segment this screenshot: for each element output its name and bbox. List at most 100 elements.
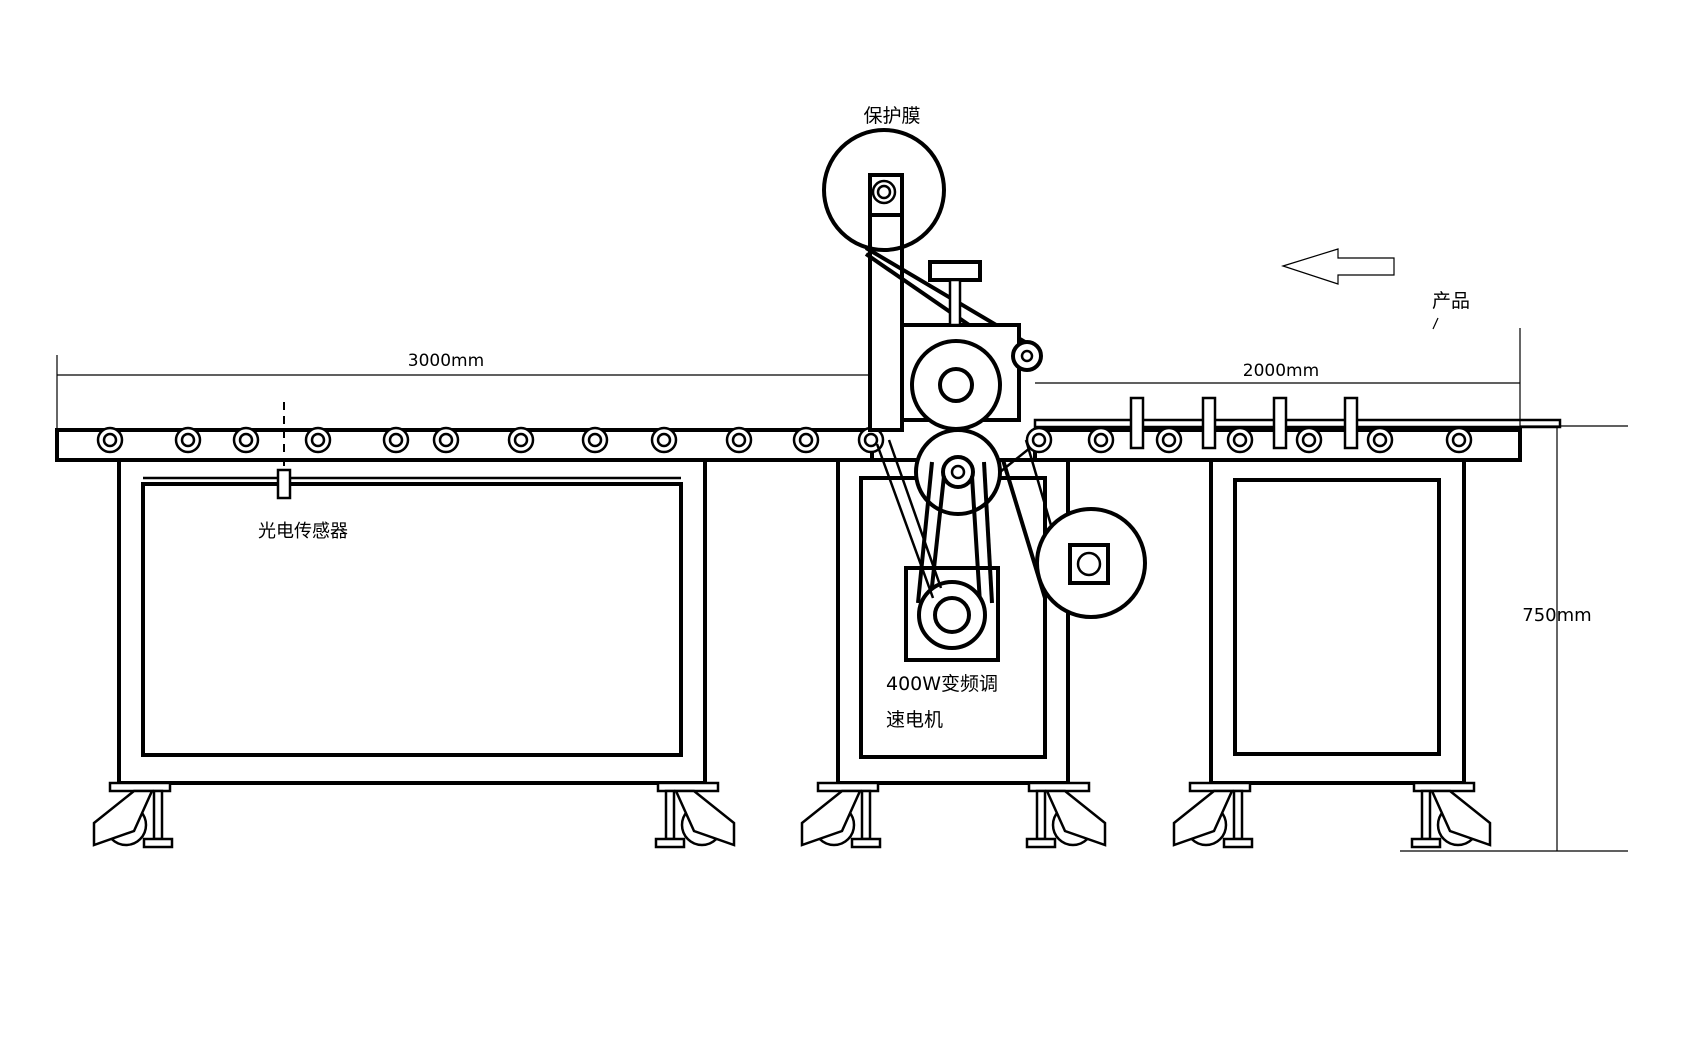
label-motor-line1: 400W变频调 (886, 673, 998, 695)
label-dim-3000: 3000mm (408, 351, 484, 371)
left-roller-hub (388, 432, 404, 448)
caster-bracket (1430, 789, 1492, 847)
left-roller-hub (731, 432, 747, 448)
left-table-frame (117, 458, 707, 785)
left-roller (232, 426, 260, 454)
left-roller-outer (96, 426, 124, 454)
right-roller-hub (1232, 432, 1248, 448)
drive-belt-left-1 (928, 475, 946, 606)
right-roller-hub (1301, 432, 1317, 448)
left-roller (304, 426, 332, 454)
caster-wheel (654, 781, 736, 849)
guide-roller-top-hub (1020, 349, 1034, 363)
caster-wheel (1025, 781, 1107, 849)
right-roller-outer (1087, 426, 1115, 454)
caster-bracket (674, 789, 736, 847)
caster-wheel (1172, 781, 1254, 849)
leveling-foot-post (664, 789, 676, 841)
left-roller-hub (102, 432, 118, 448)
left-roller (96, 426, 124, 454)
left-roller-hub (180, 432, 196, 448)
leveling-foot-pad (654, 837, 686, 849)
caster-bracket (1045, 789, 1107, 847)
left-conveyor (55, 402, 885, 785)
film-takeup-hub (1076, 551, 1102, 577)
left-roller-outer (650, 426, 678, 454)
photoelectric-sensor (276, 468, 292, 500)
protective-film-roll (822, 128, 946, 252)
label-protective-film: 保护膜 (863, 105, 920, 127)
label-photoelectric-sensor: 光电传感器 (258, 521, 348, 542)
left-roller-outer (581, 426, 609, 454)
lower-press-roller-axle (950, 464, 966, 480)
pressure-adjust-handle (928, 260, 982, 282)
right-roller-hub (1451, 432, 1467, 448)
right-roller (1025, 426, 1053, 454)
upper-press-roller (910, 339, 1002, 431)
leveling-foot-post (1232, 789, 1244, 841)
left-roller (650, 426, 678, 454)
left-roller-outer (174, 426, 202, 454)
leveling-foot-post (1420, 789, 1432, 841)
left-roller (382, 426, 410, 454)
motor-housing (904, 566, 1000, 662)
right-roller-outer (1155, 426, 1183, 454)
guide-roller-top (1011, 340, 1043, 372)
label-dim-750: 750mm (1522, 605, 1591, 626)
left-roller-hub (587, 432, 603, 448)
left-roller (174, 426, 202, 454)
casters (92, 781, 1492, 849)
right-roller (1087, 426, 1115, 454)
right-roller-hub (1372, 432, 1388, 448)
motor-pulley (917, 580, 987, 650)
left-roller-outer (304, 426, 332, 454)
leveling-foot-pad (1025, 837, 1057, 849)
right-roller-outer (1295, 426, 1323, 454)
caster-bracket (1172, 789, 1234, 847)
film-roll-hub-center (876, 184, 892, 200)
left-roller (581, 426, 609, 454)
feed-direction-arrow (1281, 248, 1395, 285)
right-roller (1366, 426, 1394, 454)
left-roller-outer (432, 426, 460, 454)
leveling-foot-post (860, 789, 872, 841)
dimension-lines (56, 328, 1628, 851)
right-roller (1226, 426, 1254, 454)
caster-bracket (800, 789, 862, 847)
right-conveyor-rollers (1025, 426, 1473, 454)
leveling-foot-pad (142, 837, 174, 849)
left-roller-hub (310, 432, 326, 448)
side-guide-3 (1272, 396, 1288, 450)
right-conveyor-infeed-plate (1033, 418, 1562, 429)
lamination-unit (822, 128, 1147, 785)
left-roller-hub (238, 432, 254, 448)
right-table-frame (1209, 458, 1466, 785)
film-roll-hub (871, 179, 897, 205)
left-conveyor-rollers (96, 426, 885, 454)
caster-wheel (1410, 781, 1492, 849)
caster-bracket (92, 789, 154, 847)
right-roller-outer (1445, 426, 1473, 454)
label-motor-line2: 速电机 (886, 709, 943, 731)
left-roller-hub (656, 432, 672, 448)
right-roller-outer (1366, 426, 1394, 454)
label-product: 产品 (1432, 290, 1470, 312)
left-roller-outer (382, 426, 410, 454)
right-table-inner-panel (1233, 478, 1441, 756)
leveling-foot-post (1035, 789, 1047, 841)
leveling-foot-pad (1222, 837, 1254, 849)
right-roller-outer (1025, 426, 1053, 454)
drive-belt-left-2 (916, 461, 934, 604)
leveling-foot-pad (850, 837, 882, 849)
right-conveyor (1025, 396, 1562, 785)
left-roller-outer (792, 426, 820, 454)
film-takeup-bracket (1068, 543, 1110, 585)
upper-press-roller-hub (938, 367, 974, 403)
left-roller-hub (798, 432, 814, 448)
left-roller-outer (232, 426, 260, 454)
caster-wheel (92, 781, 174, 849)
left-roller-hub (513, 432, 529, 448)
film-roll-column (868, 173, 904, 432)
left-table-inner-panel (141, 482, 683, 757)
